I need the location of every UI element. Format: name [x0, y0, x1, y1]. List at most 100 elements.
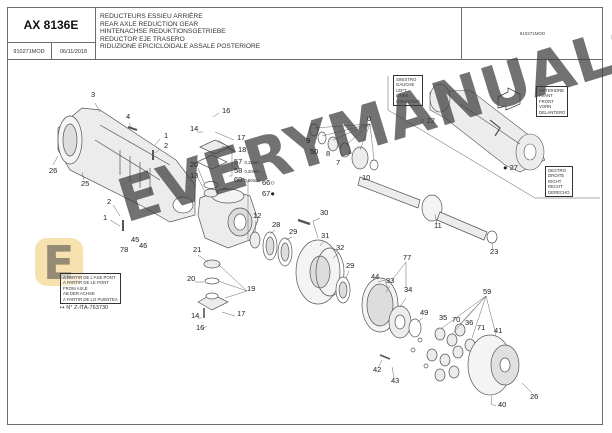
- open-circle-icon: ○: [420, 116, 425, 125]
- part-callout-11: 11: [434, 221, 442, 230]
- axle-overview-inset: [387, 76, 600, 199]
- part-callout-1: 1: [164, 131, 169, 140]
- part-callout-59: 59: [483, 287, 492, 296]
- title-en: REAR AXLE REDUCTION GEAR: [100, 20, 199, 28]
- shim-plate-part: [196, 154, 228, 170]
- shim-option-58: 58 0,20mm: [234, 167, 260, 175]
- lower-bushing-part: [203, 259, 221, 269]
- marker-66-ref: 66: [262, 178, 271, 187]
- part-callout-31: 31: [321, 231, 330, 240]
- title-es: REDUCTOR EJE TRASERO: [100, 35, 185, 43]
- bearing-8-part: [327, 136, 339, 152]
- filled-circle-icon: ●: [270, 189, 275, 198]
- part-callout-77: 77: [403, 253, 412, 262]
- part-callout-2: 2: [164, 141, 169, 150]
- part-callout-41: 41: [494, 326, 503, 335]
- part-callout-33: 33: [386, 276, 395, 285]
- o-ring-part: [203, 181, 219, 189]
- part-callout-16: 16: [196, 323, 205, 332]
- drive-shaft-part: [357, 176, 498, 244]
- front-label-box: ANTERIORE AVANT FRONT VORN DELANTERO: [536, 86, 569, 118]
- part-callout-6: 6: [367, 114, 372, 123]
- part-callout-23: 23: [490, 247, 499, 256]
- part-callout-26: 26: [49, 166, 58, 175]
- planet-gears-part: [410, 323, 476, 382]
- part-callout-36: 36: [465, 318, 474, 327]
- part-callout-20: 20: [190, 160, 199, 169]
- left-label-fr: GAUCHE: [396, 82, 415, 88]
- front-label-it: ANTERIORE: [539, 88, 565, 93]
- bolt-30-part: [297, 218, 311, 226]
- right-label-en: RIGHT: [548, 178, 562, 184]
- model-number: AX 8136E: [7, 7, 96, 43]
- note-line-es: A PARTIR DE LO PUENTEA: [63, 296, 118, 302]
- note-line-de: AB DER ACHSE: [63, 291, 95, 297]
- ring-50-part: [317, 131, 327, 145]
- part-callout-14: 14: [190, 124, 199, 133]
- part-callout-7: 7: [336, 158, 341, 167]
- part-callout-14: 14: [191, 311, 200, 320]
- part-callout-34: 34: [404, 285, 413, 294]
- washer-23-part: [486, 230, 498, 244]
- part-callout-1: 1: [103, 213, 108, 222]
- part-callout-20: 20: [187, 274, 196, 283]
- right-label-fr: DROITE: [548, 173, 565, 179]
- note-line-it: A PARTIR DE L'AXE PONT: [63, 275, 116, 280]
- bushing-part: [203, 188, 219, 198]
- marker-67: 67●: [262, 190, 275, 198]
- part-callout-43: 43: [391, 376, 400, 385]
- part-callout-29: 29: [289, 227, 298, 236]
- part-callout-42: 42: [373, 365, 382, 374]
- part-callout-78: 78: [120, 245, 129, 254]
- shim-thickness: 0,15mm: [244, 160, 260, 165]
- bushing-12-part: [249, 231, 261, 249]
- part-callout-29: 29: [346, 261, 355, 270]
- part-callout-32: 32: [336, 243, 345, 252]
- shim-thickness: 0,20mm: [244, 169, 260, 174]
- marker-27-ref: 27: [509, 163, 518, 172]
- note-line-en: FROM AXLE: [63, 285, 88, 291]
- hub-carrier-part: [197, 187, 259, 249]
- part-callout-10: 10: [362, 173, 371, 182]
- marker-67-ref: 67: [262, 189, 271, 198]
- right-label-de: RECHT: [548, 184, 563, 190]
- part-callout-18: 18: [238, 145, 247, 154]
- title-fr: REDUCTEURS ESSIEU ARRIÈRE: [100, 13, 203, 20]
- part-callout-45: 45: [131, 235, 140, 244]
- part-callout-19: 19: [247, 284, 256, 293]
- part-callout-50: 50: [310, 147, 319, 156]
- shim-ref: 57: [234, 157, 243, 166]
- part-callout-35: 35: [439, 313, 448, 322]
- ring-7-part: [339, 142, 351, 158]
- title-de: HINTENACHSE REDUKTIONSGETRIEBE: [100, 28, 226, 36]
- title-it: RIDUZIONE EPICICLOIDALE ASSALE POSTERIOR…: [100, 43, 261, 51]
- part-callout-70: 70: [452, 315, 461, 324]
- shim-thickness: 0,50mm: [244, 178, 260, 183]
- lower-o-ring-part: [204, 277, 220, 285]
- left-side-label-box: SINISTRO GAUCHE LEFT LINKE IZQUIERDO: [393, 75, 423, 107]
- part-callout-2: 2: [107, 197, 112, 206]
- part-callout-46: 46: [139, 241, 148, 250]
- part-callout-44: 44: [371, 272, 380, 281]
- right-label-it: DESTRO: [548, 168, 566, 173]
- part-callout-8: 8: [326, 149, 331, 158]
- front-arrow-icon: [497, 87, 521, 111]
- marker-22-ref: 22: [426, 116, 435, 125]
- part-callout-71: 71: [477, 323, 486, 332]
- marker-22: ○ 22: [420, 117, 435, 125]
- front-label-es: DELANTERO: [539, 109, 566, 115]
- ring-9-part: [309, 123, 319, 137]
- cover-plate-part: [199, 139, 231, 155]
- part-callout-25: 25: [81, 179, 90, 188]
- part-callout-30: 30: [320, 208, 329, 217]
- part-callout-12: 12: [253, 211, 262, 220]
- reference-code: 910271MOD: [461, 7, 603, 60]
- left-label-it: SINISTRO: [396, 77, 417, 82]
- part-callout-17: 17: [237, 309, 246, 318]
- serial-number-note: ↦ N° Z-ITA-763730: [60, 305, 109, 311]
- shim-ref: 60: [234, 175, 243, 184]
- stud-42-part: [379, 354, 391, 360]
- axle-housing-part: [57, 107, 196, 223]
- axle-serial-note-box: A PARTIR DE L'AXE PONT A PARTIR DE LE PO…: [60, 273, 121, 305]
